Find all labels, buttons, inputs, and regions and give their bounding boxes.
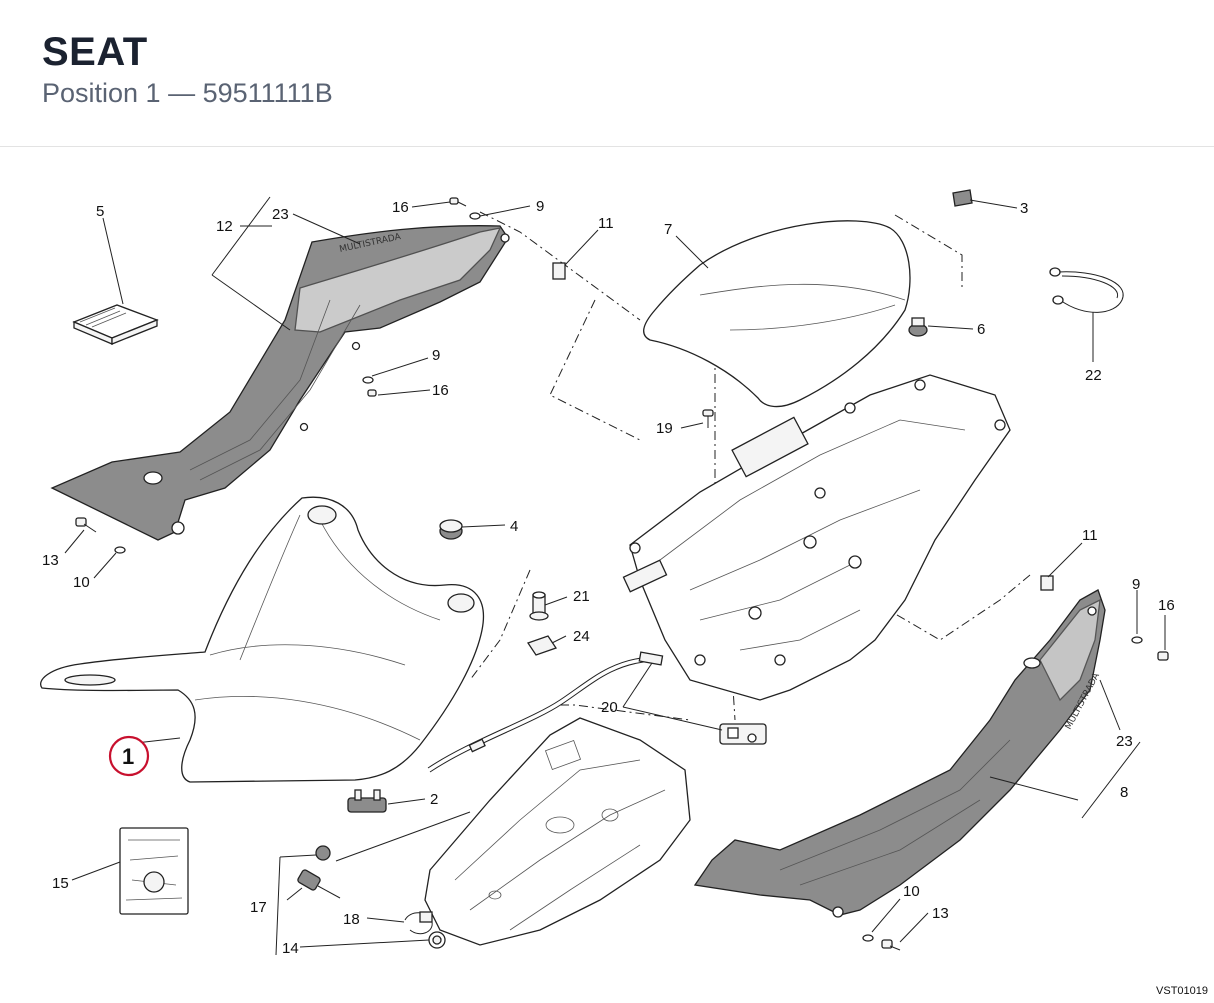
part-9-washers[interactable] bbox=[362, 212, 1143, 644]
page-subtitle: Position 1 — 59511111B bbox=[42, 78, 333, 108]
callout-11-right: 11 bbox=[1082, 527, 1098, 544]
part-rear-subframe bbox=[622, 374, 1011, 701]
callout-1: 1 bbox=[122, 744, 134, 769]
callout-17: 17 bbox=[250, 899, 267, 916]
part-19-screw[interactable] bbox=[702, 409, 714, 428]
part-3-stopper[interactable] bbox=[952, 189, 973, 207]
drawing-reference-code: VST01019 bbox=[1156, 985, 1208, 997]
callout-13-left: 13 bbox=[42, 552, 59, 569]
highlight-position-1[interactable]: 1 bbox=[108, 735, 150, 777]
part-4-rubber-grommet[interactable] bbox=[439, 519, 463, 540]
part-7-passenger-seat[interactable] bbox=[643, 220, 911, 408]
part-16-screws[interactable] bbox=[367, 197, 1169, 661]
part-15-seat-cover-bag[interactable] bbox=[119, 827, 189, 915]
part-22-helmet-cable[interactable] bbox=[1049, 267, 1124, 313]
part-10-washers[interactable] bbox=[114, 546, 874, 942]
callout-22: 22 bbox=[1085, 367, 1102, 384]
callout-9-mid: 9 bbox=[432, 347, 440, 364]
callout-10-left: 10 bbox=[73, 574, 90, 591]
callout-16-right: 16 bbox=[1158, 597, 1175, 614]
part-20-seat-lock-cable[interactable] bbox=[427, 651, 664, 773]
callout-23-right: 23 bbox=[1116, 733, 1133, 750]
callout-10-right: 10 bbox=[903, 883, 920, 900]
callout-19: 19 bbox=[656, 420, 673, 437]
part-5-owners-manual[interactable] bbox=[72, 304, 159, 345]
part-11-clips[interactable] bbox=[552, 262, 1054, 591]
callout-18: 18 bbox=[343, 911, 360, 928]
part-17-key-assembly[interactable] bbox=[297, 845, 341, 899]
callout-14: 14 bbox=[282, 940, 299, 957]
callout-4: 4 bbox=[510, 518, 518, 535]
callout-13-right: 13 bbox=[932, 905, 949, 922]
part-2-pin-bracket[interactable] bbox=[347, 789, 387, 813]
callout-16-mid: 16 bbox=[432, 382, 449, 399]
callout-23-left: 23 bbox=[272, 206, 289, 223]
callout-16-top: 16 bbox=[392, 199, 409, 216]
page-header: SEAT Position 1 — 59511111B bbox=[0, 0, 1214, 147]
callout-21: 21 bbox=[573, 588, 590, 605]
callout-12: 12 bbox=[216, 218, 233, 235]
part-undertray bbox=[424, 717, 691, 946]
callout-3: 3 bbox=[1020, 200, 1028, 217]
part-1-rider-seat[interactable] bbox=[40, 496, 484, 783]
leader-lines bbox=[64, 196, 1166, 956]
callout-7: 7 bbox=[664, 221, 672, 238]
callout-11-top: 11 bbox=[598, 215, 614, 232]
callout-8: 8 bbox=[1120, 784, 1128, 801]
part-6-rubber-pad[interactable] bbox=[908, 317, 928, 337]
part-24-plate[interactable] bbox=[526, 635, 558, 656]
callout-5: 5 bbox=[96, 203, 104, 220]
part-13-screws[interactable] bbox=[75, 517, 901, 951]
callout-15: 15 bbox=[52, 875, 69, 892]
callout-20: 20 bbox=[601, 699, 618, 716]
callout-9-right: 9 bbox=[1132, 576, 1140, 593]
part-20-lock-latch[interactable] bbox=[719, 723, 767, 745]
page-title: SEAT bbox=[42, 30, 148, 74]
part-14-nut[interactable] bbox=[428, 931, 446, 949]
callout-labels: 5 12 23 16 9 11 7 3 6 22 9 16 19 4 13 10… bbox=[42, 198, 1175, 957]
callout-24: 24 bbox=[573, 628, 590, 645]
part-18-ring[interactable] bbox=[404, 911, 433, 935]
exploded-parts-diagram: MULTISTRADA bbox=[0, 147, 1214, 1003]
part-8-right-side-panel[interactable] bbox=[693, 589, 1106, 918]
part-12-left-side-panel[interactable] bbox=[50, 225, 510, 541]
callout-6: 6 bbox=[977, 321, 985, 338]
part-21-lock-pin[interactable] bbox=[529, 591, 549, 621]
callout-9-top: 9 bbox=[536, 198, 544, 215]
callout-2: 2 bbox=[430, 791, 438, 808]
